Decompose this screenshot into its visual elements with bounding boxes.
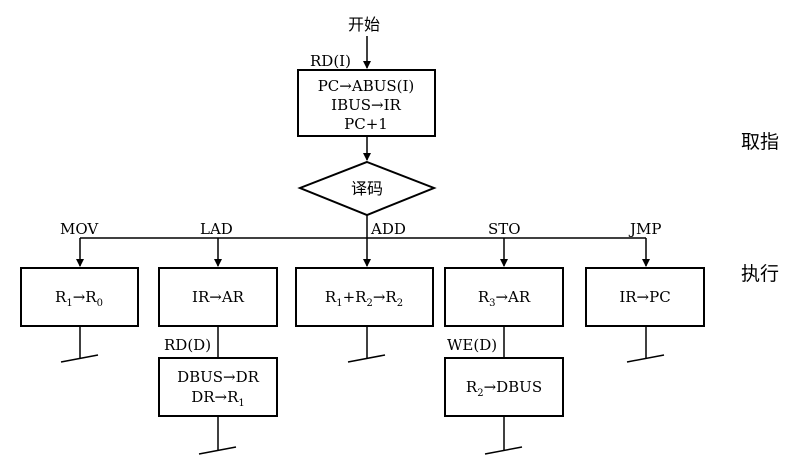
fetch-line-2: IBUS→IR (331, 96, 401, 114)
jmp-box (585, 267, 705, 327)
add-box (295, 267, 434, 327)
lad-box-2 (158, 357, 278, 417)
fetch-line-3: PC+1 (344, 115, 388, 133)
branch-label-sto: STO (488, 220, 521, 238)
branch-label-mov: MOV (60, 220, 99, 238)
add-box-text: R1+R2→R2 (325, 288, 403, 309)
branch-label-jmp: JMP (628, 220, 661, 238)
mov-box-text: R1→R0 (55, 288, 103, 309)
stage-label-fetch: 取指 (741, 131, 779, 153)
add-terminator (347, 354, 386, 363)
fetch-signal-label: RD(I) (310, 52, 351, 70)
sto-signal-label: WE(D) (447, 336, 497, 354)
stage-label-execute: 执行 (741, 263, 779, 285)
sto-box-2-text: R2→DBUS (466, 378, 542, 399)
jmp-terminator (626, 354, 665, 363)
sto-box-1-text: R3→AR (478, 288, 531, 309)
lad-box-2-line-1: DBUS→DR (177, 368, 260, 386)
lad-box-1-text: IR→AR (192, 288, 245, 306)
lad-terminator (198, 446, 237, 455)
fetch-line-1: PC→ABUS(I) (318, 77, 415, 95)
branch-label-lad: LAD (200, 220, 233, 238)
mov-terminator (60, 354, 99, 363)
lad-signal-label: RD(D) (164, 336, 211, 354)
lad-box-2-line-2: DR→R1 (191, 388, 245, 409)
branch-label-add: ADD (370, 220, 406, 238)
sto-terminator (484, 446, 523, 455)
start-label: 开始 (348, 15, 380, 34)
jmp-box-text: IR→PC (619, 288, 670, 306)
decode-label: 译码 (351, 179, 383, 198)
